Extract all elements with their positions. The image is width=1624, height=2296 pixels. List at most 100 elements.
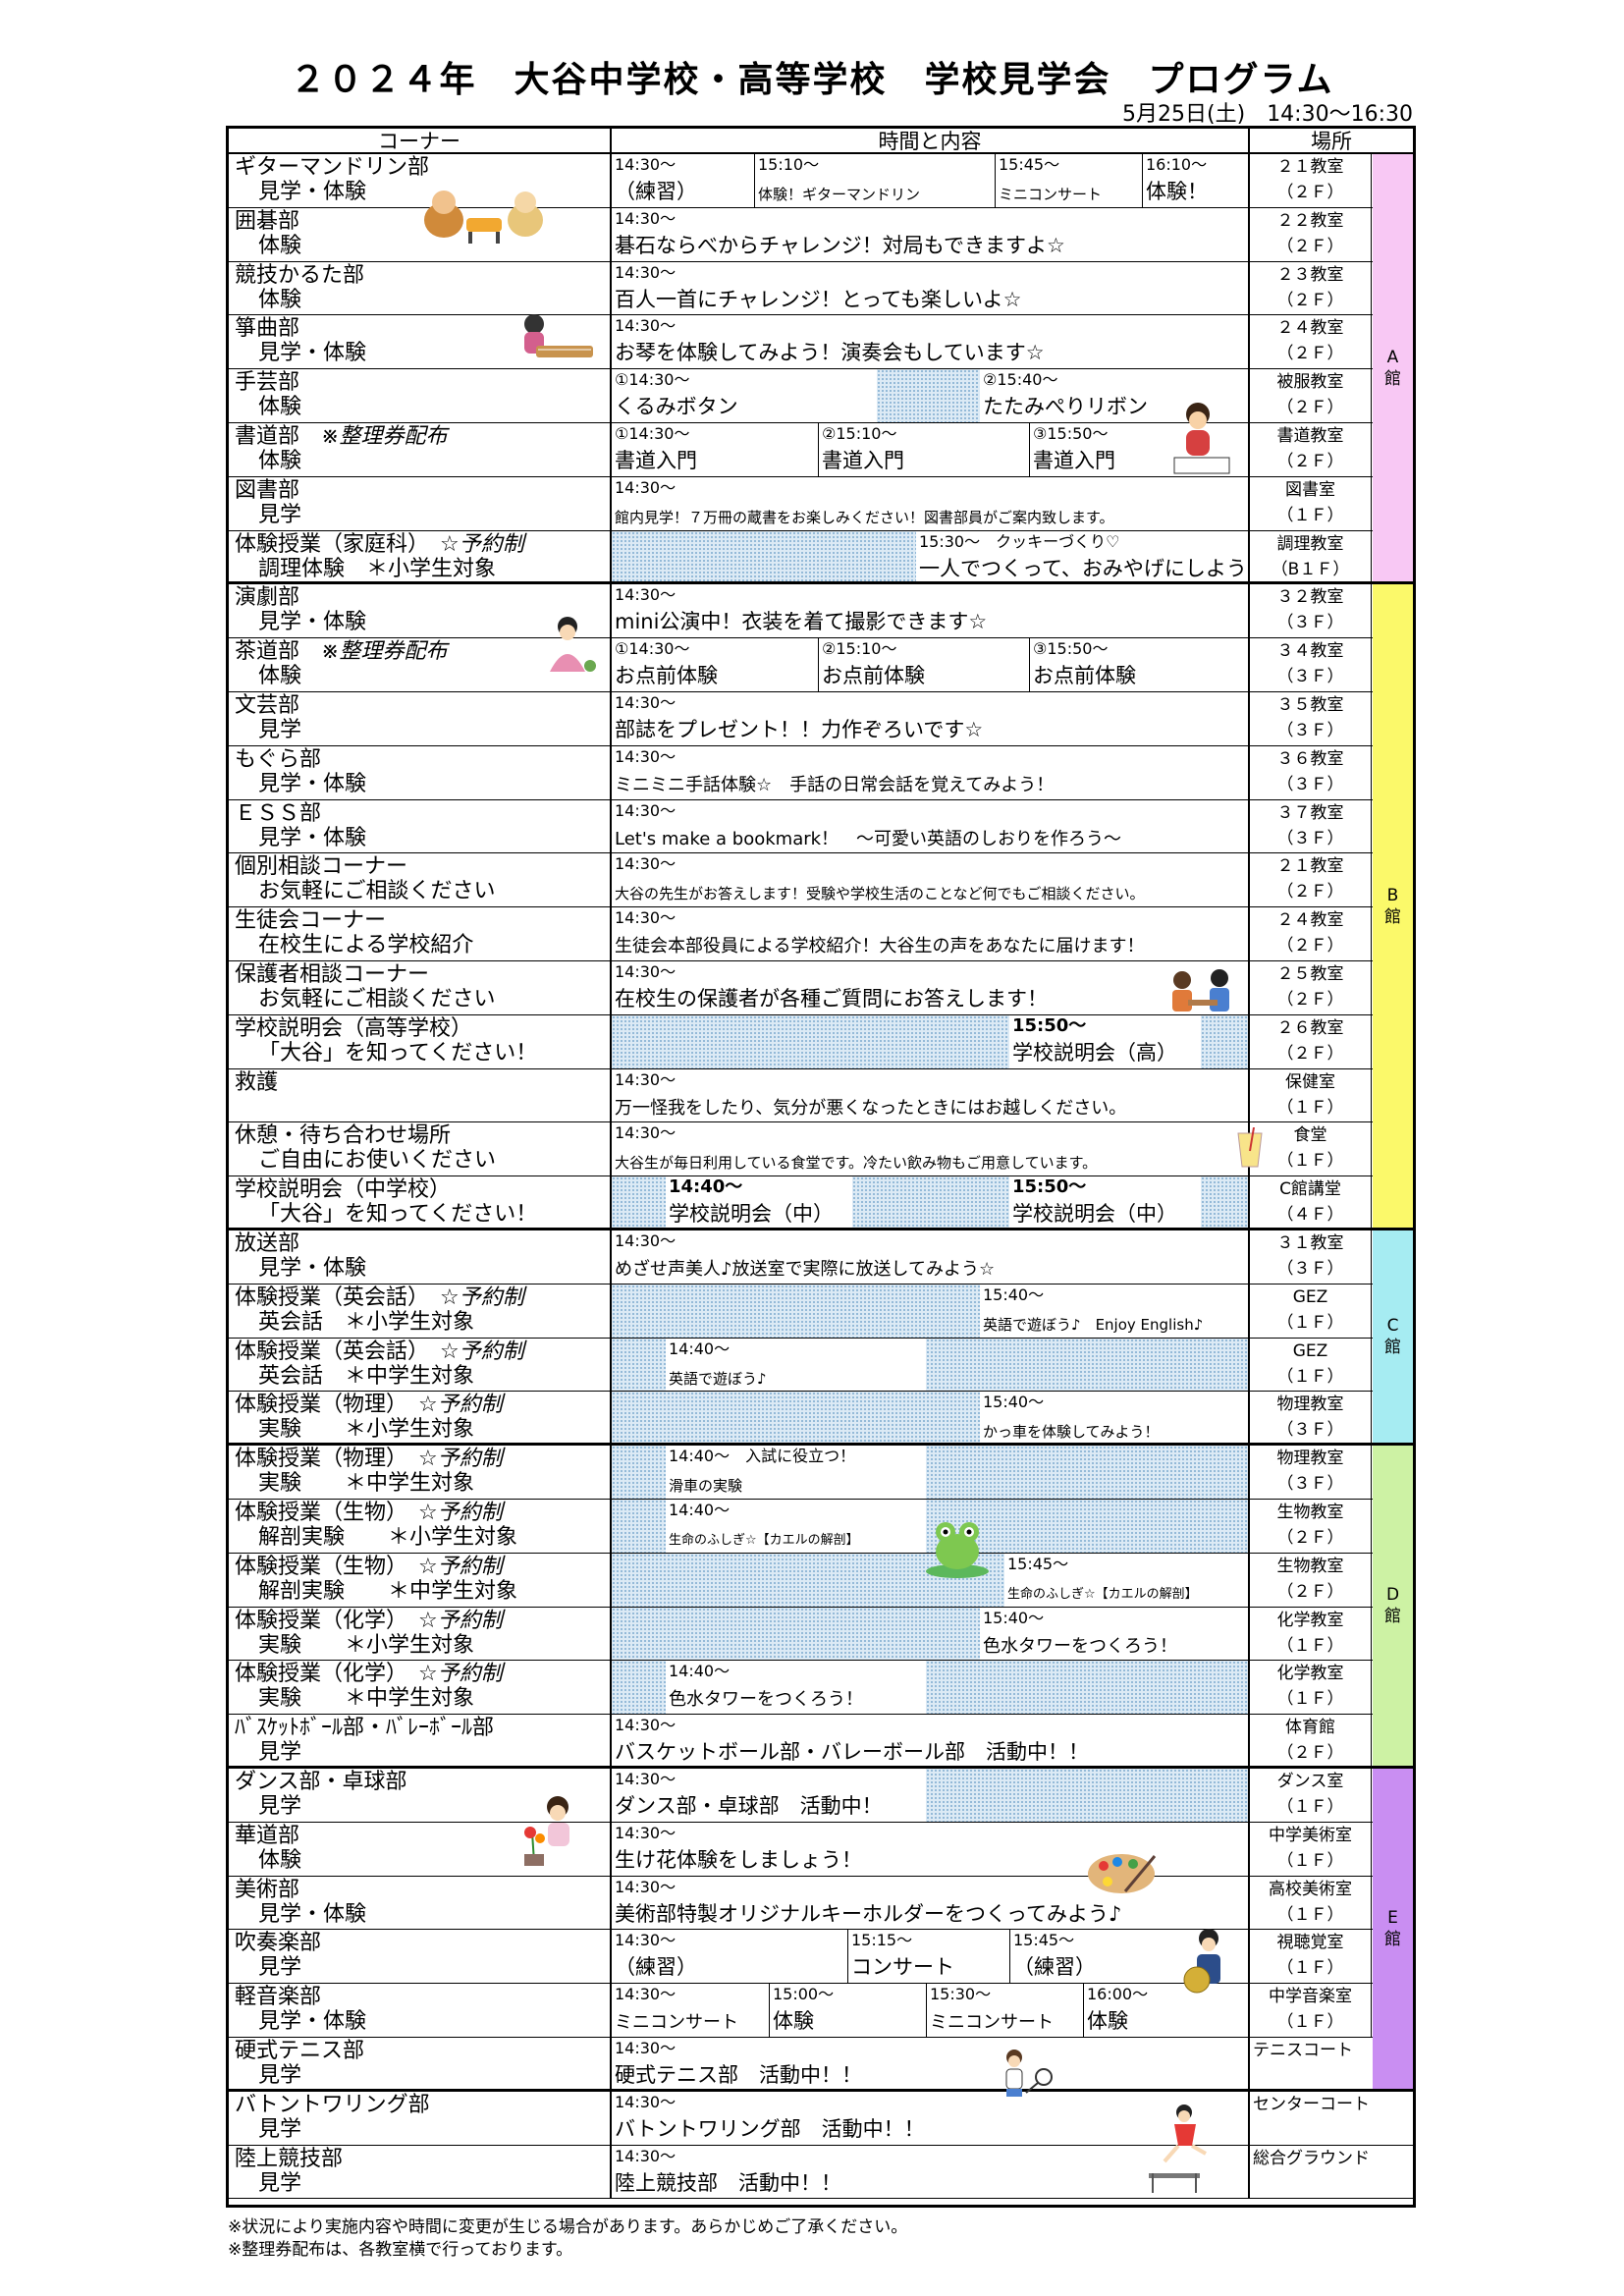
place-floor: （１Ｆ）	[1276, 1797, 1344, 1817]
time-slot: ③15:50〜お点前体験	[1029, 638, 1248, 691]
corner-name: 文芸部	[235, 693, 300, 718]
corner-sub: 体験	[258, 1847, 302, 1873]
corner-sub: 見学・体験	[258, 1901, 367, 1927]
place-room: 生物教室	[1276, 1503, 1344, 1522]
time-slot: 14:40〜色水タワーをつくろう！	[666, 1661, 926, 1714]
slot-content: 万一怪我をしたり、気分が悪くなったときにはお越しください。	[615, 1097, 1127, 1119]
slot-content: （練習）	[615, 180, 697, 203]
place-cell: 中学美術室（１Ｆ）	[1250, 1822, 1372, 1876]
slot-time: 14:40〜	[669, 1339, 731, 1358]
time-slot	[612, 530, 916, 582]
place-room: 視聴覚室	[1276, 1933, 1344, 1953]
slot-time: 14:30〜	[615, 585, 677, 605]
frog-illustration	[924, 1514, 991, 1583]
corner-sub: 在校生による学校紹介	[258, 933, 474, 958]
slot-time: 14:30〜	[615, 1985, 677, 2004]
place-room: GEZ	[1292, 1286, 1328, 1307]
slot-content: 英語で遊ぼう♪	[669, 1369, 767, 1388]
slot-content: 生命のふしぎ☆【カエルの解剖】	[669, 1533, 859, 1548]
place-floor: （１Ｆ）	[1276, 2012, 1344, 2033]
time-slot: 15:45〜ミニコンサート	[995, 154, 1142, 207]
corner-note: ※整理券配布	[321, 639, 448, 665]
corner-cell: 学校説明会（中学校）「大谷」を知ってください！	[229, 1176, 612, 1228]
slot-time: 15:40〜	[983, 1608, 1045, 1627]
content-cell: 15:30〜 クッキーづくり♡一人でつくって、おみやげにしよう♪	[612, 530, 1250, 582]
content-cell: 14:30〜硬式テニス部 活動中！！	[612, 2038, 1250, 2089]
slot-content: （練習）	[1013, 1955, 1096, 1980]
footnote-2: ※整理券配布は、各教室横で行っております。	[228, 2240, 573, 2260]
place-cell: 図書室（１Ｆ）	[1250, 476, 1372, 530]
content-cell: 14:30〜めざせ声美人♪放送室で実際に放送してみよう☆	[612, 1230, 1250, 1284]
slot-time: 14:30〜	[615, 693, 677, 712]
corner-sub: 実験 ＊中学生対象	[258, 1686, 475, 1712]
slot-content: 体験！ギターマンドリン	[758, 186, 921, 203]
corner-sub: お気軽にご相談ください	[258, 987, 496, 1011]
slot-content: 書道入門	[615, 449, 697, 472]
corner-name: 体験授業（生物） ☆予約制	[235, 1501, 503, 1525]
time-slot: 14:40〜英語で遊ぼう♪	[666, 1339, 926, 1392]
slot-content: 英語で遊ぼう♪ Enjoy English♪	[983, 1315, 1204, 1334]
place-cell: 高校美術室（１Ｆ）	[1250, 1876, 1372, 1930]
corner-cell: ダンス部・卓球部見学	[229, 1769, 612, 1822]
place-cell: ３７教室（３Ｆ）	[1250, 799, 1372, 853]
slot-content: 百人一首にチャレンジ！とっても楽しいよ☆	[615, 287, 1022, 311]
slot-content: めざせ声美人♪放送室で実際に放送してみよう☆	[615, 1259, 996, 1280]
corner-name: 手芸部	[235, 370, 300, 396]
slot-content: コンサート	[851, 1955, 954, 1980]
place-floor: （２Ｆ）	[1276, 1043, 1344, 1064]
hurdle-runner-illustration	[1145, 2103, 1214, 2199]
corner-cell: 体験授業（化学） ☆予約制実験 ＊中学生対象	[229, 1661, 612, 1715]
slot-time: 14:30〜	[615, 262, 677, 282]
slot-time: ①14:30〜	[615, 424, 690, 443]
time-slot	[926, 1446, 1248, 1499]
corner-sub: 見学・体験	[258, 1256, 367, 1281]
time-slot: 14:30〜お琴を体験してみよう！演奏会もしています☆	[612, 315, 1248, 368]
corner-note: ☆予約制	[440, 1339, 524, 1364]
slot-content: 美術部特製オリジナルキーホルダーをつくってみよう♪	[615, 1901, 1122, 1926]
place-floor: （３Ｆ）	[1276, 1474, 1344, 1495]
time-slot: 14:30〜めざせ声美人♪放送室で実際に放送してみよう☆	[612, 1230, 1248, 1284]
content-cell: 14:30〜ダンス部・卓球部 活動中！	[612, 1769, 1250, 1822]
place-room: 保健室	[1285, 1071, 1335, 1092]
slot-content: 大谷の先生がお答えします！受験や学校生活のことなど何でもご相談ください。	[615, 885, 1145, 903]
slot-time: 14:30〜	[615, 1231, 677, 1250]
place-room: GEZ	[1292, 1340, 1328, 1361]
place-room: ２４教室	[1276, 910, 1344, 931]
content-cell: 14:30〜お琴を体験してみよう！演奏会もしています☆	[612, 315, 1250, 369]
corner-sub: 見学	[258, 502, 302, 527]
time-slot: 14:30〜Let's make a bookmark！ 〜可愛い英語のしおりを…	[612, 800, 1248, 853]
time-slot	[852, 1176, 1009, 1228]
place-cell: 食堂（１Ｆ）	[1250, 1122, 1372, 1176]
slot-time: ①14:30〜	[615, 370, 690, 390]
corner-sub: 見学・体験	[258, 610, 367, 635]
corner-name: 茶道部 ※整理券配布	[235, 639, 448, 665]
content-cell: 14:30〜大谷生が毎日利用している食堂です。冷たい飲み物もご用意しています。	[612, 1122, 1250, 1176]
header-place: 場所	[1250, 129, 1413, 154]
place-room: ２１教室	[1276, 157, 1344, 177]
slot-content: くるみボタン	[615, 395, 738, 419]
place-floor: （３Ｆ）	[1276, 1259, 1344, 1279]
corner-note: ☆予約制	[440, 1285, 524, 1310]
time-slot: 15:50〜学校説明会（中）	[1009, 1176, 1201, 1228]
time-slot	[612, 1661, 666, 1715]
place-floor: （１Ｆ）	[1276, 505, 1344, 525]
place-cell: テニスコート	[1250, 2038, 1413, 2089]
place-room: 高校美術室	[1269, 1879, 1352, 1899]
place-floor: （２Ｆ）	[1276, 882, 1344, 902]
content-cell: 14:30〜ミニミニ手話体験☆ 手話の日常会話を覚えてみよう！	[612, 745, 1250, 799]
time-slot: 15:45〜（練習）	[1009, 1930, 1248, 1984]
content-cell: 14:30〜百人一首にチャレンジ！とっても楽しいよ☆	[612, 261, 1250, 315]
place-cell: ２１教室（２Ｆ）	[1250, 853, 1372, 907]
